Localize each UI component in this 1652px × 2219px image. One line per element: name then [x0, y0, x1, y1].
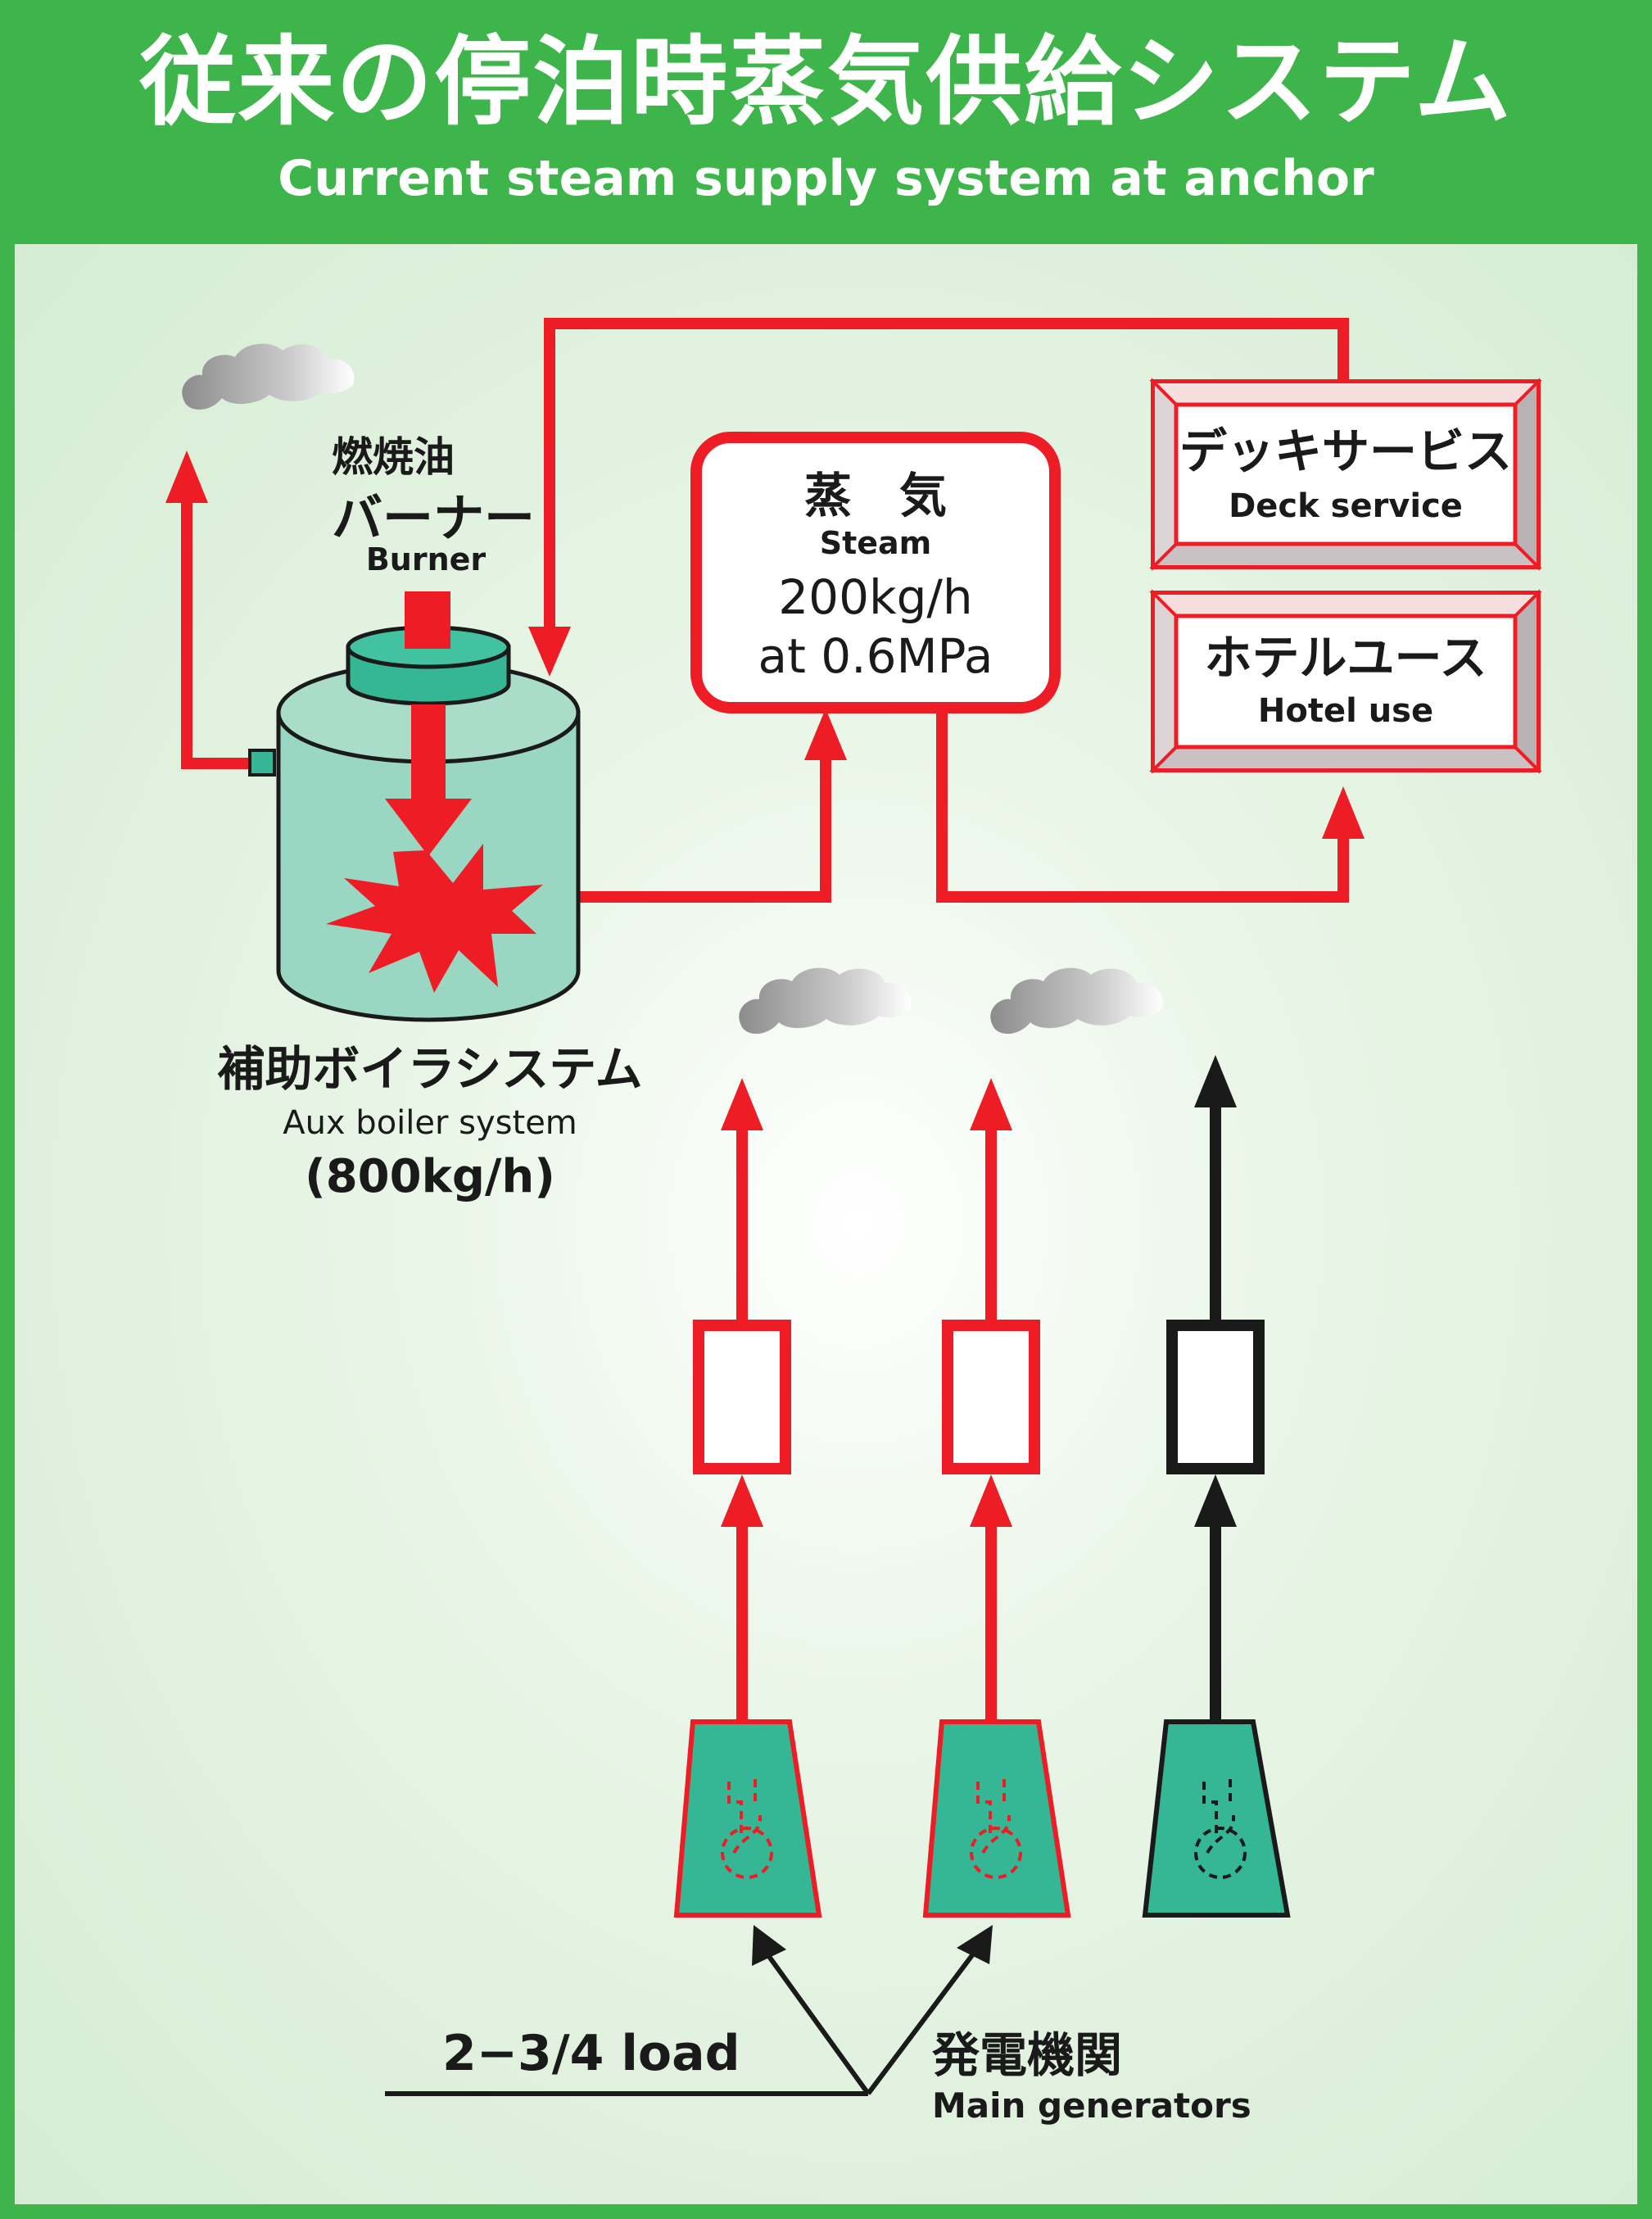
generator-3-engine — [1142, 1719, 1291, 1918]
title-japanese: 従来の停泊時蒸気供給システム — [139, 25, 1513, 138]
main-generators-label-en: Main generators — [932, 2085, 1251, 2126]
burner-label-line2: バーナー — [332, 488, 536, 548]
deck-service-label-en: Deck service — [1229, 487, 1463, 525]
hotel-use-label-ja: ホテルユース — [1204, 630, 1487, 686]
generator-3-exhaust — [1166, 1055, 1265, 1720]
steam-pipe-boiler-to-steam — [577, 709, 847, 903]
generator-2-exhaust — [942, 1078, 1040, 1720]
steam-box — [690, 432, 1061, 713]
boiler-exhaust-pipe — [165, 451, 250, 769]
load-label: 2−3/4 load — [442, 2025, 740, 2082]
steam-label-en: Steam — [819, 525, 932, 561]
burner-feed — [405, 591, 450, 649]
generator-2-silencer — [942, 1320, 1040, 1474]
title-english: Current steam supply system at anchor — [278, 150, 1374, 207]
generator-2-engine — [922, 1719, 1071, 1918]
steam-pressure: at 0.6MPa — [758, 628, 993, 684]
boiler-outlet-nozzle — [248, 749, 276, 777]
hotel-use-box — [1149, 589, 1542, 774]
aux-boiler-label-en: Aux boiler system — [283, 1104, 577, 1142]
arrow-to-generator-1 — [752, 1925, 786, 1966]
generator-1-engine — [673, 1719, 822, 1918]
header-banner: 従来の停泊時蒸気供給システム Current steam supply syst… — [0, 0, 1652, 239]
smoke-cloud-boiler — [182, 343, 355, 410]
combustion-burst — [326, 844, 543, 993]
steam-pipe-to-hotel — [936, 711, 1365, 903]
arrow-up-to-steam — [804, 709, 847, 760]
aux-boiler-label-ja: 補助ボイラシステム — [217, 1041, 643, 1097]
steam-rate: 200kg/h — [778, 569, 973, 625]
generator-1-exhaust — [693, 1078, 791, 1720]
steam-label-ja: 蒸 気 — [803, 468, 947, 523]
deck-service-label-ja: デッキサービス — [1179, 423, 1512, 479]
deck-service-box — [1149, 378, 1542, 571]
generator-leader-lines — [385, 1950, 977, 2096]
steam-pipe-return-loop — [528, 318, 1349, 677]
main-generators-label-ja: 発電機関 — [932, 2027, 1123, 2083]
hotel-use-label-en: Hotel use — [1257, 692, 1434, 730]
arrow-up-exhaust — [165, 451, 208, 503]
arrow-to-generator-2 — [957, 1925, 993, 1964]
smoke-cloud-generator-2 — [990, 967, 1163, 1035]
aux-boiler-tank — [248, 591, 581, 1022]
generator-1-silencer — [693, 1320, 791, 1474]
smoke-cloud-generator-1 — [739, 967, 912, 1035]
arrow-down-into-boiler — [528, 627, 571, 677]
flame-arrow — [385, 799, 472, 856]
arrow-up-to-hotel — [1322, 786, 1365, 839]
aux-boiler-capacity: (800kg/h) — [305, 1150, 555, 1203]
generator-3-silencer — [1166, 1320, 1265, 1474]
burner-label-en: Burner — [365, 541, 487, 577]
burner-label-line1: 燃焼油 — [332, 433, 455, 481]
